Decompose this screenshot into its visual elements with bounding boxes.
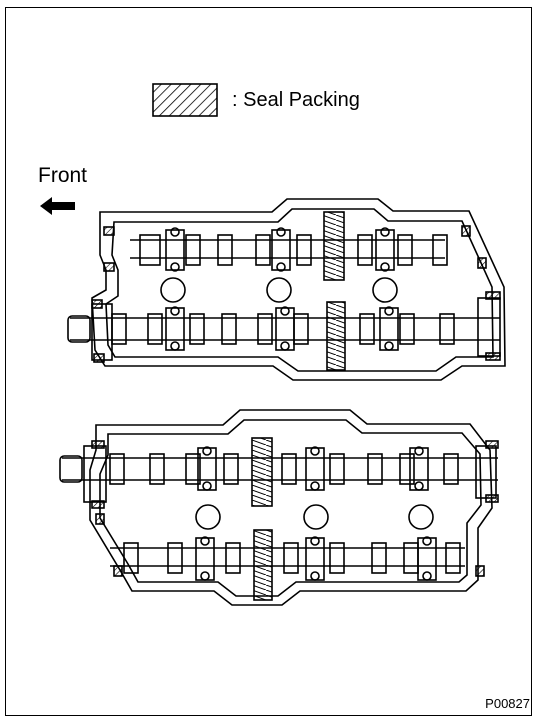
legend-separator: :: [232, 88, 238, 111]
upper-seal-packings: [91, 225, 501, 363]
lower-intake-lobes: [109, 453, 459, 485]
lower-exhaust-gear: [253, 529, 273, 601]
front-label: Front: [38, 164, 88, 187]
upper-intake-camshaft: [130, 239, 445, 259]
lower-intake-bearing-caps: [197, 446, 429, 491]
legend-text: : Seal Packing: [232, 89, 360, 112]
upper-cylinder-head: [67, 198, 506, 381]
upper-intake-bearing-caps: [165, 227, 395, 272]
upper-head-outer-outline: [91, 198, 506, 381]
hatched-rectangle-icon: [152, 83, 218, 117]
lower-intake-gear: [251, 437, 273, 507]
upper-exhaust-gear: [326, 301, 346, 371]
legend: : Seal Packing: [152, 82, 360, 118]
left-arrow-icon: [40, 197, 75, 215]
upper-rear-cam-journal: [477, 297, 501, 357]
upper-intake-lobes: [139, 234, 448, 266]
upper-front-cam-journal: [91, 303, 113, 361]
lower-cylinder-head: [59, 409, 499, 606]
upper-cam-nose: [67, 315, 91, 343]
legend-label: Seal Packing: [243, 88, 360, 111]
lower-intake-camshaft: [62, 457, 498, 481]
upper-spark-plug-bores: [160, 277, 398, 303]
upper-exhaust-lobes: [111, 313, 455, 345]
upper-exhaust-camshaft: [70, 317, 500, 341]
lower-exhaust-lobes: [123, 542, 461, 574]
upper-exhaust-bearing-caps: [165, 306, 399, 351]
lower-cam-nose: [59, 455, 83, 483]
lower-seal-packings: [91, 440, 499, 577]
lower-exhaust-camshaft: [110, 547, 465, 567]
lower-head-outer-outline: [89, 409, 493, 606]
figure-code: P00827: [485, 696, 530, 711]
lower-exhaust-bearing-caps: [195, 536, 437, 581]
upper-head-inner-outline: [105, 208, 494, 372]
figure-frame: [5, 7, 532, 716]
upper-intake-gear: [323, 211, 345, 281]
lower-spark-plug-bores: [195, 504, 434, 530]
lower-head-inner-outline: [99, 419, 482, 597]
